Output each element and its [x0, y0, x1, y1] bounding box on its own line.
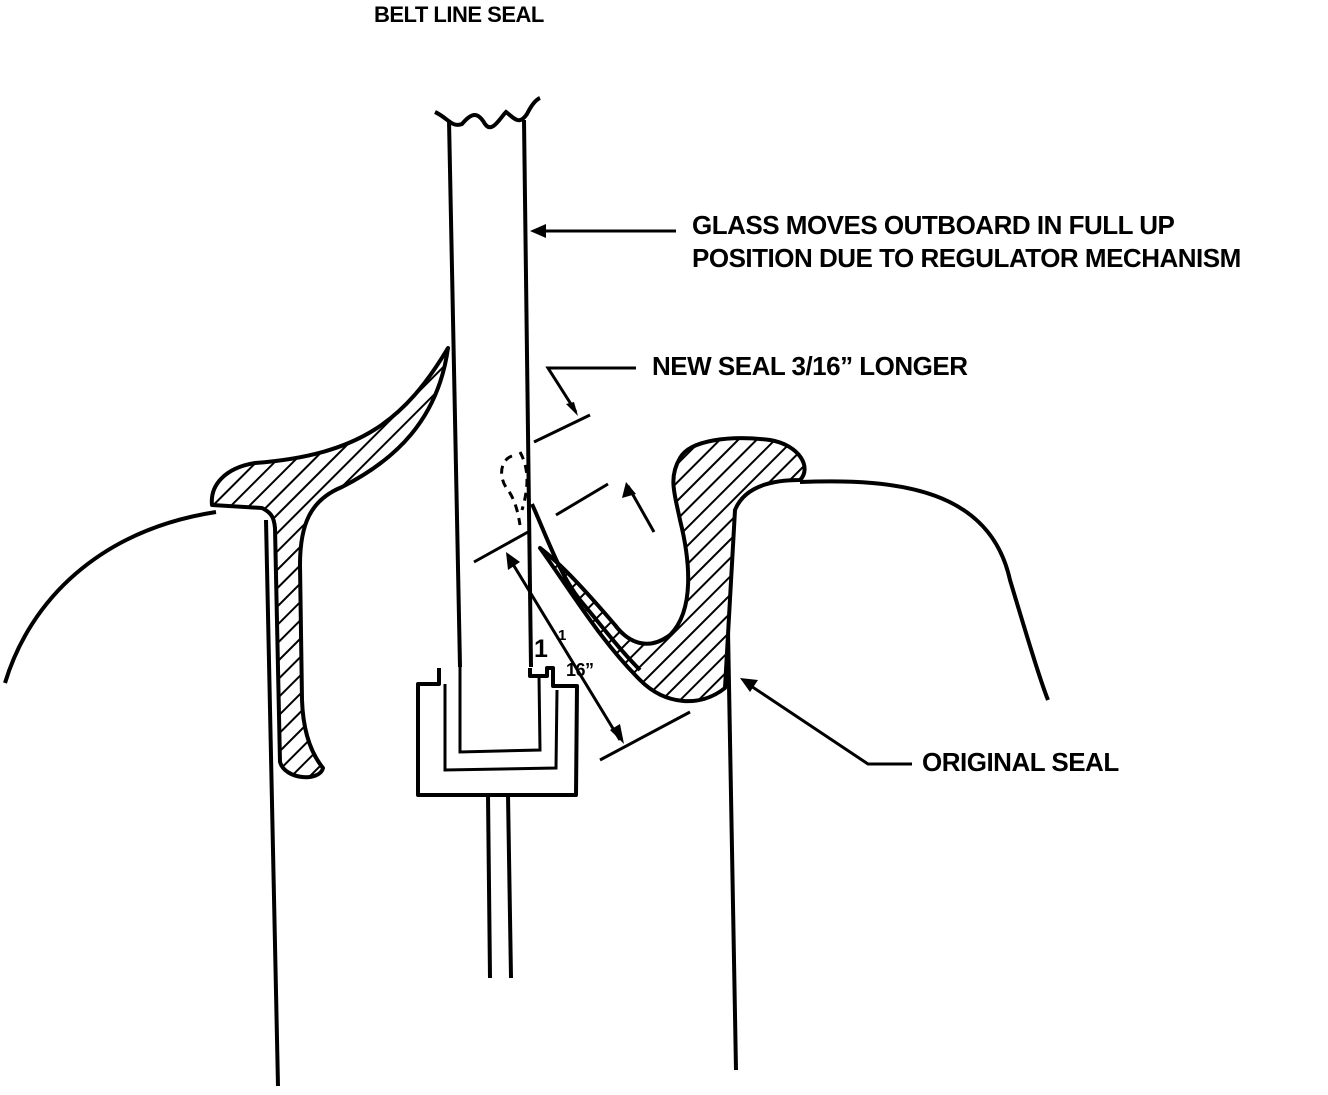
glass-channel-inner: [443, 684, 559, 772]
glass-channel: [416, 666, 579, 797]
new-seal-lip: [530, 503, 642, 672]
regulator-rod-left: [486, 794, 492, 979]
left-inner-panel: [264, 519, 280, 1087]
glass-callout-line-1: GLASS MOVES OUTBOARD IN FULL UP: [692, 210, 1175, 240]
extension-line-lower: [473, 530, 529, 564]
right-body-panel: [799, 479, 1050, 701]
original-seal-leader-line: [747, 682, 912, 766]
glass-callout-line-2: POSITION DUE TO REGULATOR MECHANISM: [692, 243, 1241, 273]
dim-line-11-16: [506, 555, 622, 741]
dimension-denominator: 16”: [566, 660, 594, 680]
new-seal-dim-arrow: [566, 402, 578, 416]
new-seal-dimension-line: [533, 413, 591, 444]
dim-arrow-head-a: [506, 552, 520, 570]
glass-break-line: [434, 96, 541, 130]
original-seal-arrow: [740, 678, 758, 692]
dim-arrow-head-upper: [622, 482, 636, 498]
extension-line-upper: [555, 482, 609, 517]
new-seal-leader-line: [545, 366, 636, 413]
new-seal-callout: NEW SEAL 3/16” LONGER: [652, 351, 968, 381]
glass-pane: [447, 119, 462, 668]
dashed-lip-position: [500, 454, 522, 526]
diagram-title: BELT LINE SEAL: [374, 2, 544, 27]
glass-pane-edge: [522, 119, 533, 668]
original-seal-callout: ORIGINAL SEAL: [922, 747, 1119, 777]
regulator-rod-right: [506, 794, 513, 979]
dimension-numerator: 1: [558, 627, 566, 644]
dim-arrow-head-b: [610, 724, 624, 744]
dimension-whole: 1: [534, 635, 548, 663]
left-body-panel: [3, 510, 217, 684]
glass-leader-arrow: [530, 224, 546, 238]
extension-line-bottom: [599, 710, 691, 762]
left-seal-section: [209, 346, 450, 780]
original-seal-section: [538, 436, 807, 704]
dashed-lip-position-2: [518, 451, 529, 511]
glass-channel-bottom: [458, 667, 542, 754]
